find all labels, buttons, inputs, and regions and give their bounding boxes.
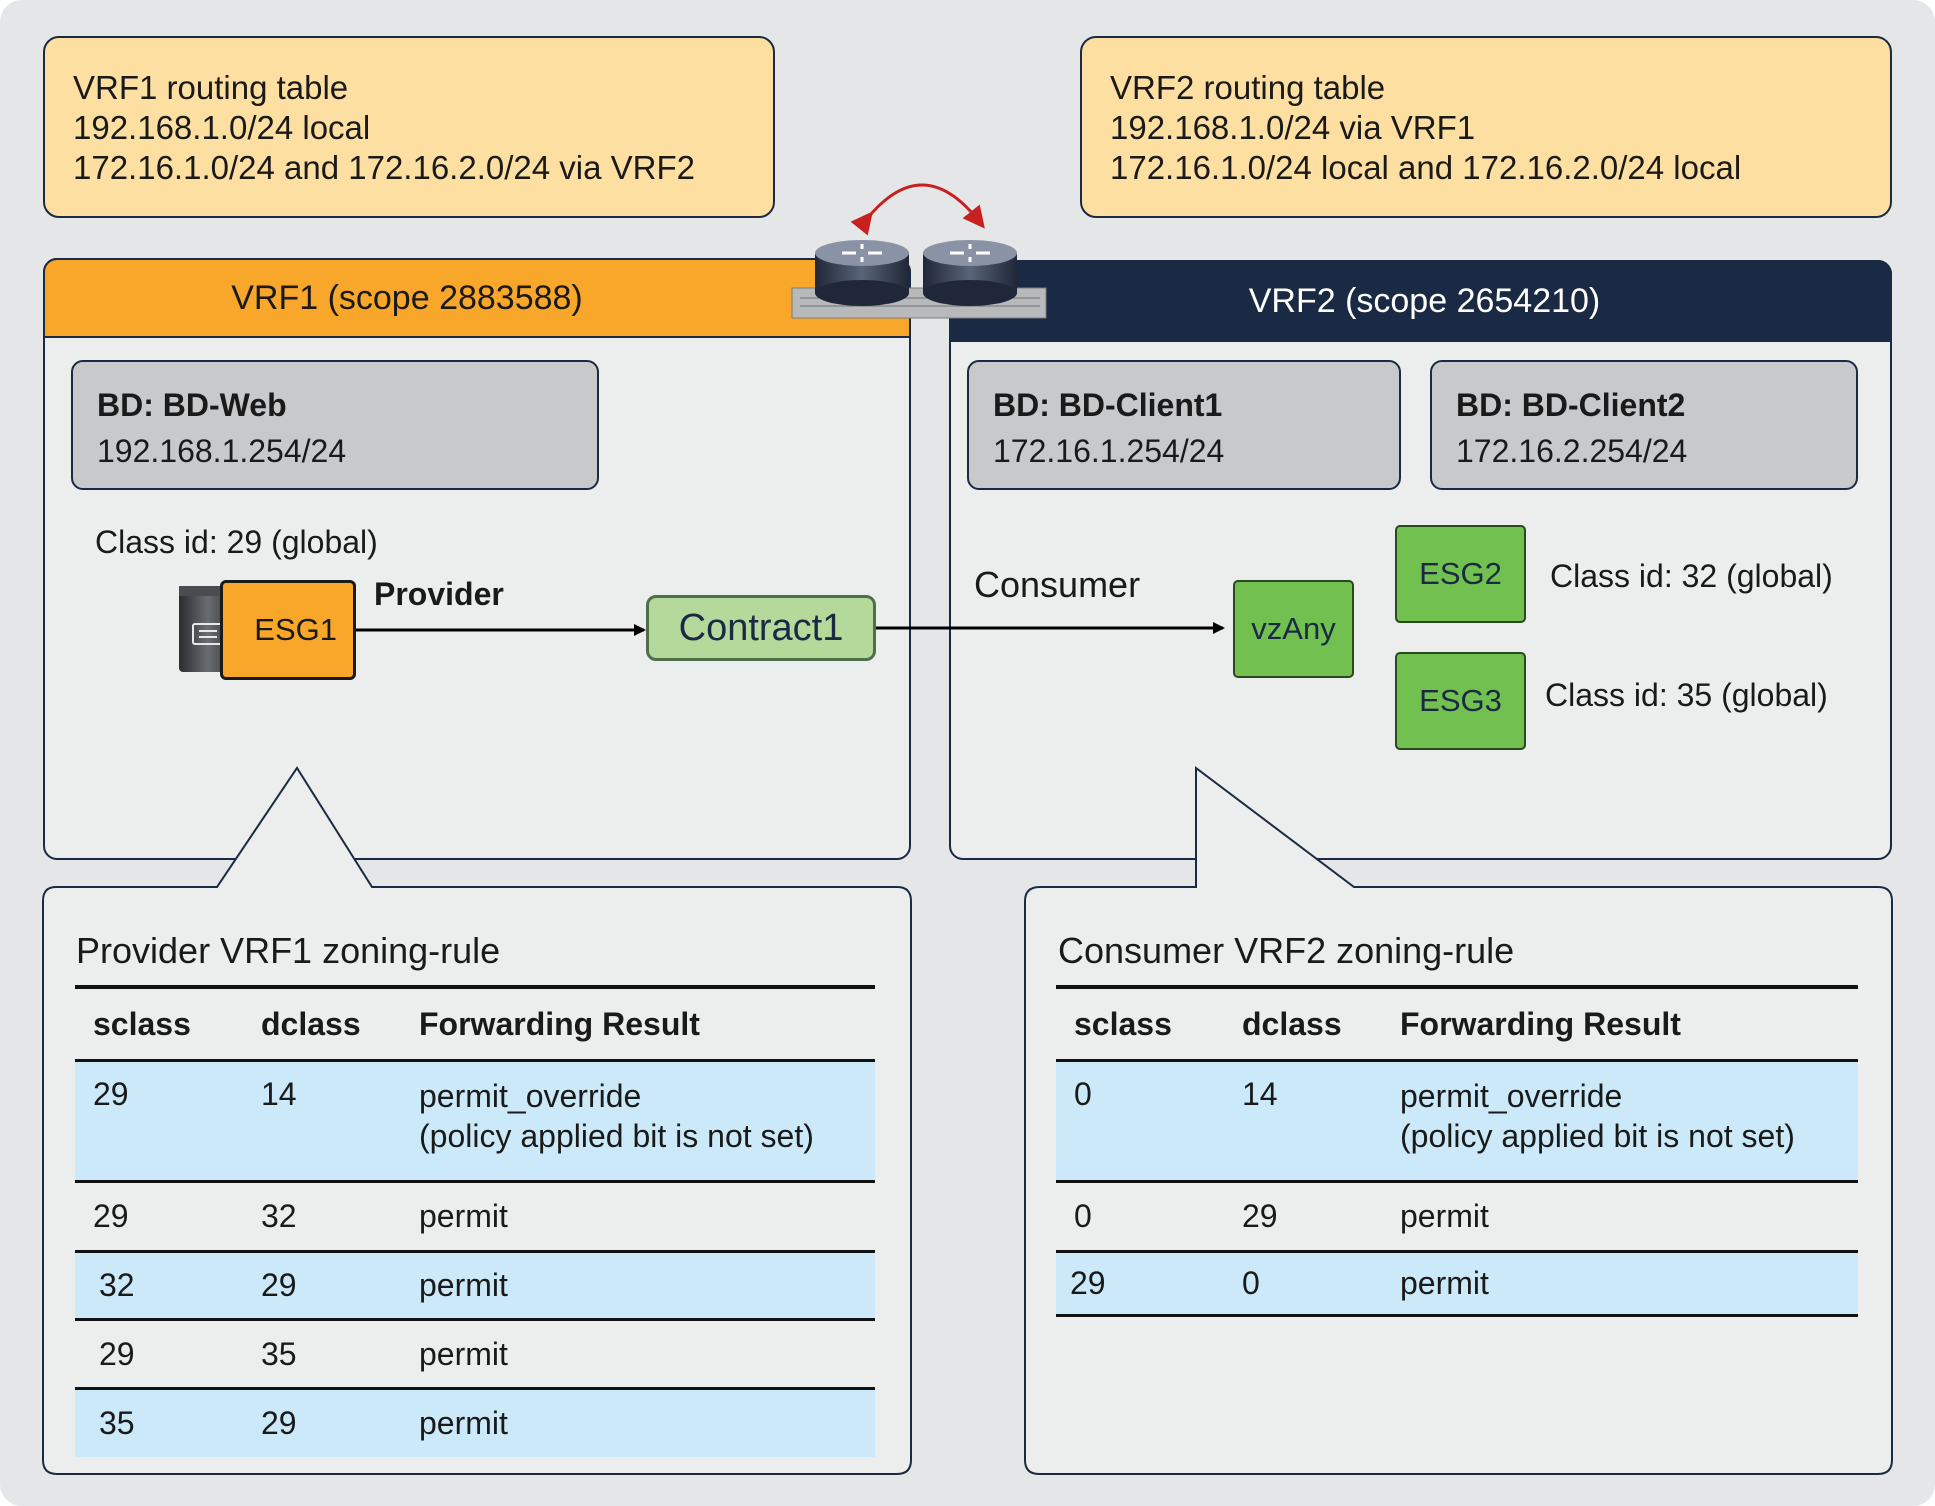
table-row: 35 29 permit xyxy=(75,1388,875,1457)
table-cell: 14 xyxy=(243,1060,401,1183)
result-text: permit_override xyxy=(419,1078,642,1114)
bd-client1: BD: BD-Client1 172.16.1.254/24 xyxy=(967,360,1401,490)
esg3-node: ESG3 xyxy=(1395,652,1526,750)
curved-double-arrow-icon xyxy=(850,183,985,236)
esg3-label: ESG3 xyxy=(1419,683,1502,718)
contract1-label: Contract1 xyxy=(678,606,844,649)
table-cell: 35 xyxy=(75,1388,243,1457)
table-row: 29 0 permit xyxy=(1056,1251,1858,1317)
table-cell: 35 xyxy=(243,1319,401,1390)
vrf1-header: VRF1 (scope 2883588) xyxy=(43,258,911,338)
table-cell: 29 xyxy=(243,1388,401,1457)
table-cell: permit xyxy=(1382,1251,1858,1317)
table-row: 0 14 permit_override (policy applied bit… xyxy=(1056,1060,1858,1183)
vrf1-routing-line: 192.168.1.0/24 local xyxy=(73,109,371,146)
bd-client1-title: BD: BD-Client1 xyxy=(993,387,1223,423)
esg2-node: ESG2 xyxy=(1395,525,1526,623)
consumer-label: Consumer xyxy=(974,564,1141,605)
vrf1-panel xyxy=(43,258,911,860)
table-row: 29 35 permit xyxy=(75,1319,875,1390)
bd-client2: BD: BD-Client2 172.16.2.254/24 xyxy=(1430,360,1858,490)
vrf1-header-label: VRF1 (scope 2883588) xyxy=(231,278,583,317)
column-header: Forwarding Result xyxy=(1382,985,1858,1062)
vrf2-routing-line: 172.16.1.0/24 local and 172.16.2.0/24 lo… xyxy=(1110,149,1742,186)
table-cell: permit xyxy=(401,1388,875,1457)
provider-table-title: Provider VRF1 zoning-rule xyxy=(76,930,501,971)
router-icon xyxy=(791,240,1047,319)
result-note: (policy applied bit is not set) xyxy=(419,1118,814,1154)
provider-label: Provider xyxy=(374,576,504,612)
bd-web-subnet: 192.168.1.254/24 xyxy=(97,433,347,469)
table-cell: 32 xyxy=(75,1251,243,1321)
column-header: dclass xyxy=(1224,985,1382,1062)
bd-client2-title: BD: BD-Client2 xyxy=(1456,387,1686,423)
vzany-node: vzAny xyxy=(1233,580,1354,678)
result-note: (policy applied bit is not set) xyxy=(1400,1118,1795,1154)
table-cell: 29 xyxy=(243,1251,401,1321)
table-cell: 29 xyxy=(1056,1251,1224,1317)
vrf1-routing-table: VRF1 routing table 192.168.1.0/24 local … xyxy=(43,36,775,218)
table-cell: 0 xyxy=(1056,1060,1224,1183)
esg3-class-id: Class id: 35 (global) xyxy=(1545,677,1828,713)
table-cell: 32 xyxy=(243,1181,401,1253)
table-row: 29 32 permit xyxy=(75,1181,875,1253)
table-cell: permit xyxy=(401,1181,875,1253)
vrf2-routing-table: VRF2 routing table 192.168.1.0/24 via VR… xyxy=(1080,36,1892,218)
table-cell: permit_override (policy applied bit is n… xyxy=(1382,1060,1858,1183)
bd-client2-subnet: 172.16.2.254/24 xyxy=(1456,433,1688,469)
table-row: 32 29 permit xyxy=(75,1251,875,1321)
table-cell: 29 xyxy=(75,1181,243,1253)
vzany-label: vzAny xyxy=(1251,611,1336,646)
vrf2-routing-line: 192.168.1.0/24 via VRF1 xyxy=(1110,109,1476,146)
table-cell: 0 xyxy=(1056,1181,1224,1253)
esg2-class-id: Class id: 32 (global) xyxy=(1550,558,1833,594)
column-header: Forwarding Result xyxy=(401,985,875,1062)
table-row: 0 29 permit xyxy=(1056,1181,1858,1253)
table-row: 29 14 permit_override (policy applied bi… xyxy=(75,1060,875,1183)
esg1-class-id: Class id: 29 (global) xyxy=(95,524,378,560)
table-cell: permit xyxy=(1382,1181,1858,1253)
table-cell: 29 xyxy=(1224,1181,1382,1253)
table-cell: permit_override (policy applied bit is n… xyxy=(401,1060,875,1183)
result-text: permit_override xyxy=(1400,1078,1623,1114)
consumer-zoning-table: sclass dclass Forwarding Result 0 14 per… xyxy=(1056,985,1858,1317)
esg2-label: ESG2 xyxy=(1419,556,1502,591)
table-cell: 14 xyxy=(1224,1060,1382,1183)
table-cell: 0 xyxy=(1224,1251,1382,1317)
consumer-table-title: Consumer VRF2 zoning-rule xyxy=(1058,930,1515,971)
bd-web: BD: BD-Web 192.168.1.254/24 xyxy=(71,360,599,490)
table-cell: permit xyxy=(401,1251,875,1321)
provider-zoning-table: sclass dclass Forwarding Result 29 14 pe… xyxy=(75,985,875,1457)
vrf1-routing-line: 172.16.1.0/24 and 172.16.2.0/24 via VRF2 xyxy=(73,149,695,186)
bd-web-title: BD: BD-Web xyxy=(97,387,287,423)
esg1-node: ESG1 xyxy=(220,580,356,680)
table-cell: permit xyxy=(401,1319,875,1390)
table-cell: 29 xyxy=(75,1319,243,1390)
column-header: sclass xyxy=(1056,985,1224,1062)
bd-client1-subnet: 172.16.1.254/24 xyxy=(993,433,1225,469)
column-header: sclass xyxy=(75,985,243,1062)
vrf2-routing-title: VRF2 routing table xyxy=(1110,69,1386,106)
table-cell: 29 xyxy=(75,1060,243,1183)
column-header: dclass xyxy=(243,985,401,1062)
vrf2-header-label: VRF2 (scope 2654210) xyxy=(1248,281,1601,320)
vrf2-header: VRF2 (scope 2654210) xyxy=(949,260,1892,342)
vrf1-routing-title: VRF1 routing table xyxy=(73,69,349,106)
contract1-node: Contract1 xyxy=(646,595,876,661)
esg1-label: ESG1 xyxy=(254,612,337,647)
